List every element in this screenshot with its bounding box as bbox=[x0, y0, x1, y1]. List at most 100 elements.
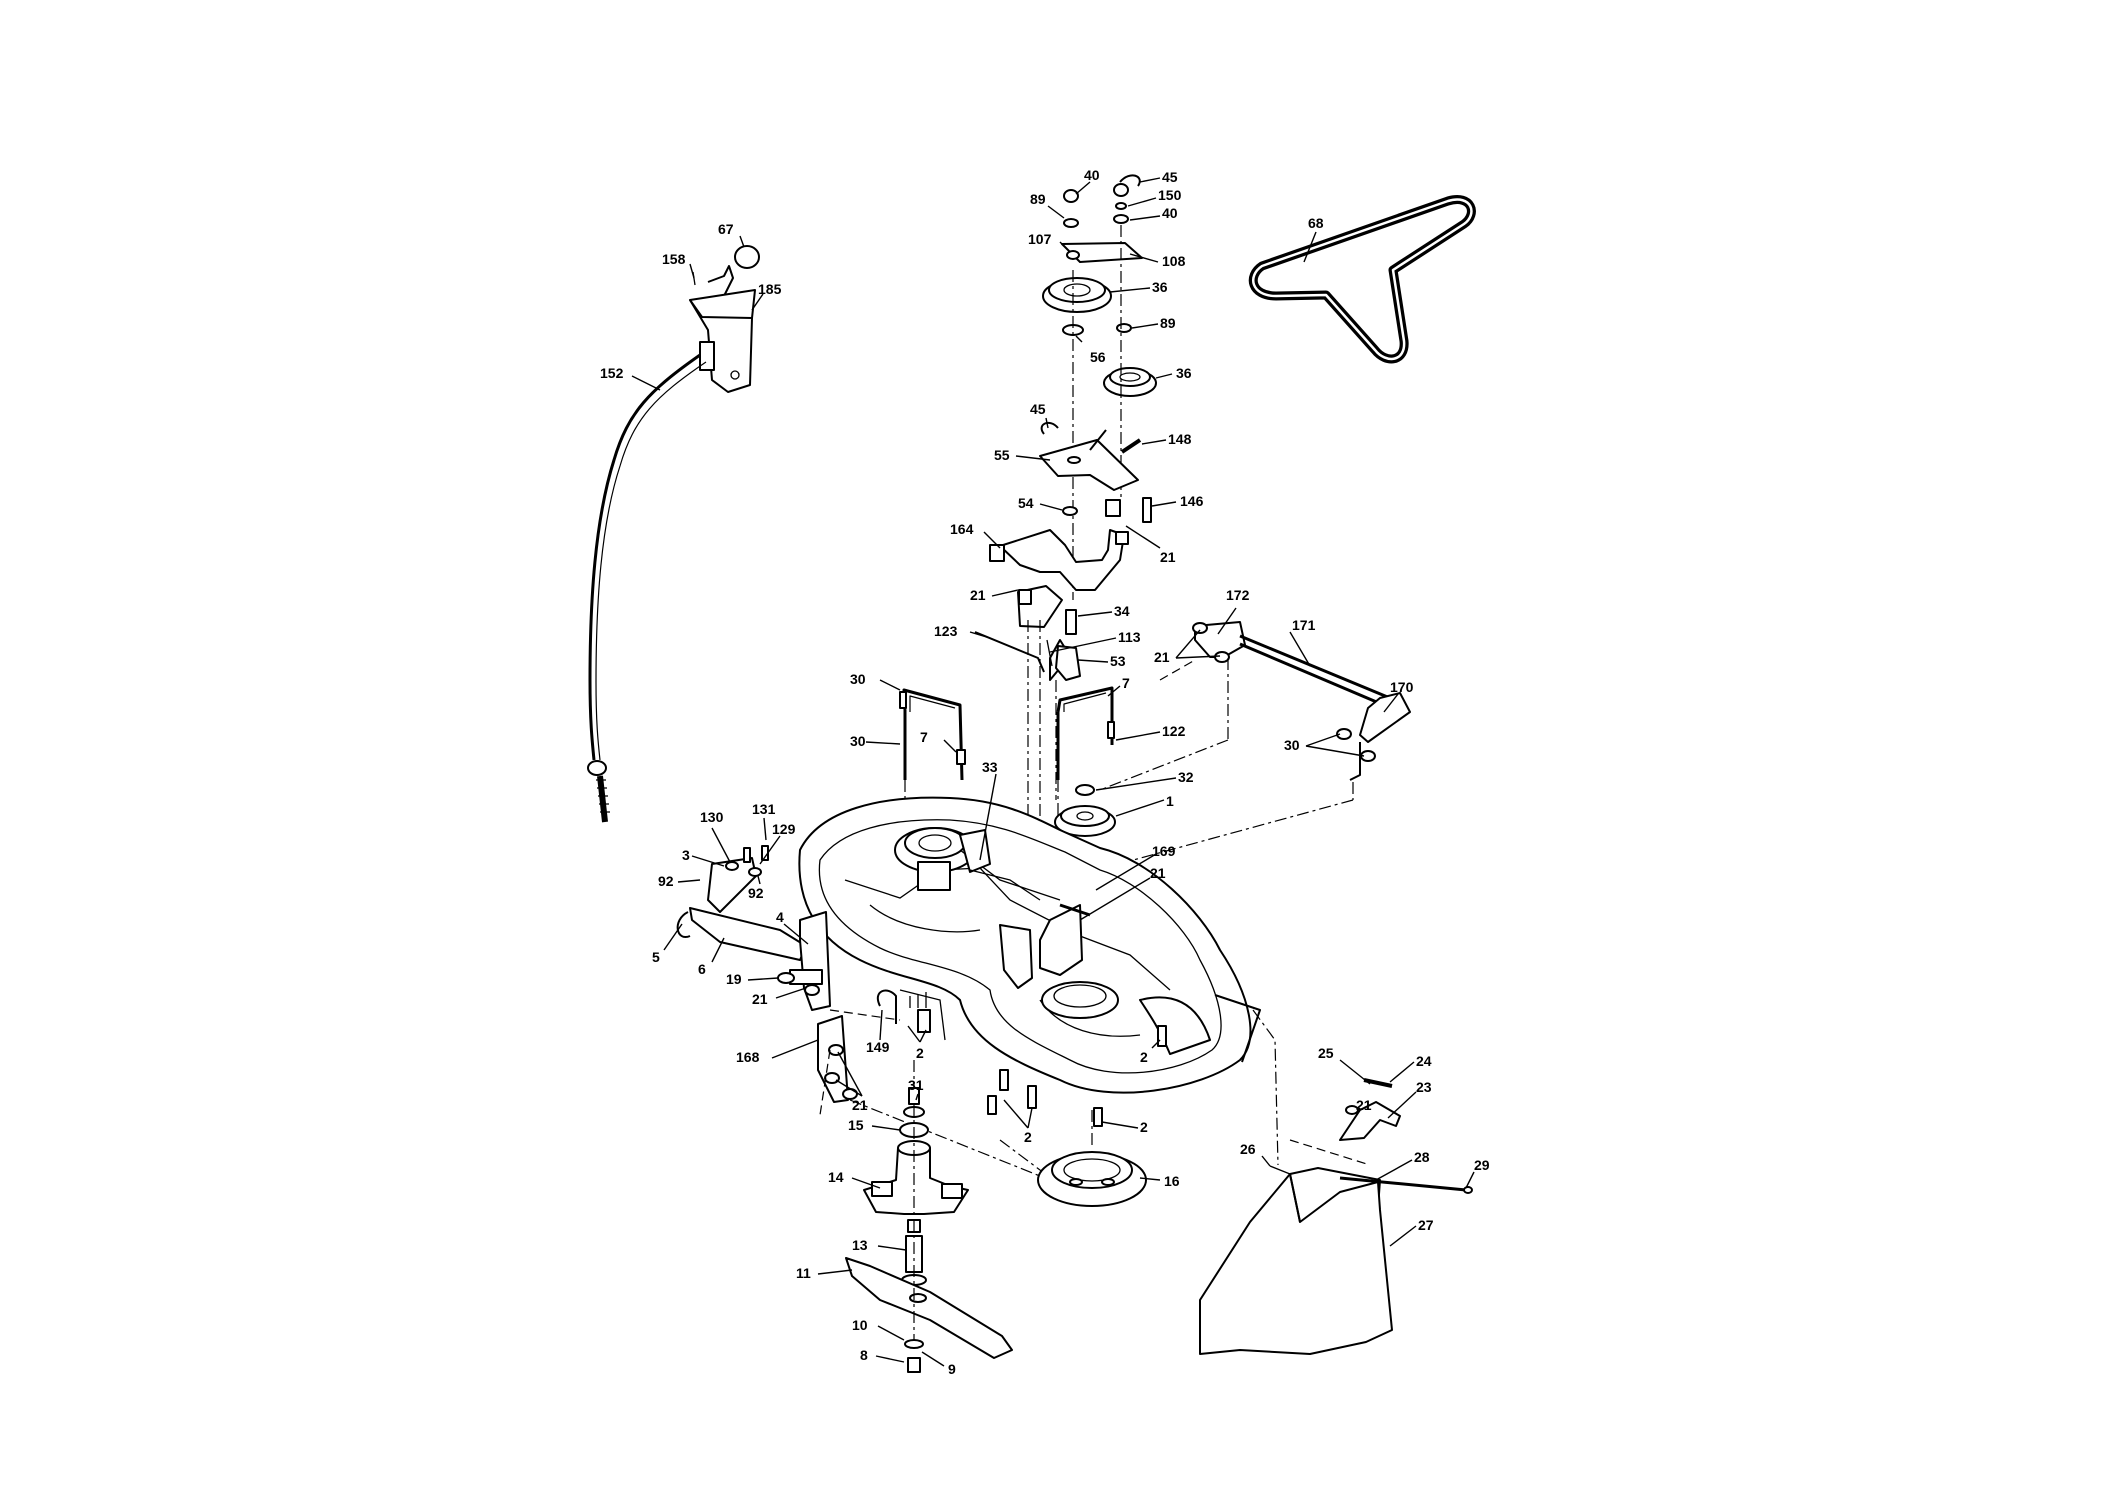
part-label-21f: 21 bbox=[852, 1097, 868, 1113]
mower-deck-housing bbox=[798, 796, 1261, 1094]
callout-16: 16 bbox=[1139, 1173, 1180, 1189]
callout-89b: 89 bbox=[1131, 315, 1176, 331]
callout-2a: 2 bbox=[907, 1025, 927, 1061]
part-label-45a: 45 bbox=[1162, 169, 1178, 185]
part-label-53: 53 bbox=[1110, 653, 1126, 669]
callout-150: 150 bbox=[1127, 187, 1182, 207]
part-label-40b: 40 bbox=[1162, 205, 1178, 221]
part-label-45b: 45 bbox=[1030, 401, 1046, 417]
center-pulley bbox=[1054, 784, 1116, 837]
part-label-2b: 2 bbox=[1024, 1129, 1032, 1145]
part-label-2d: 2 bbox=[1140, 1049, 1148, 1065]
callout-7a: 30 bbox=[850, 733, 901, 749]
callout-148: 148 bbox=[1141, 431, 1192, 447]
part-label-5: 5 bbox=[652, 949, 660, 965]
part-label-89b: 89 bbox=[1160, 315, 1176, 331]
part-label-113: 113 bbox=[1118, 629, 1141, 645]
callout-34: 34 bbox=[1077, 603, 1130, 619]
part-label-168: 168 bbox=[736, 1049, 760, 1065]
part-label-3: 3 bbox=[682, 847, 690, 863]
callout-7b: 122 bbox=[1115, 723, 1186, 741]
callout-130: 130 bbox=[700, 809, 731, 863]
callout-55: 55 bbox=[994, 447, 1051, 463]
callout-21e: 21 bbox=[752, 987, 807, 1007]
callout-146: 146 bbox=[1151, 493, 1204, 509]
callout-21c: 21 bbox=[1154, 629, 1221, 665]
callout-113: 113 bbox=[1049, 629, 1141, 653]
callout-26: 26 bbox=[1240, 1141, 1271, 1167]
callout-54: 54 bbox=[1018, 495, 1063, 511]
callout-152: 152 bbox=[600, 365, 661, 391]
callout-30b: 7 bbox=[1107, 675, 1130, 697]
callout-21a: 21 bbox=[1125, 525, 1176, 565]
part-label-54: 54 bbox=[1018, 495, 1034, 511]
callout-171: 171 bbox=[1289, 617, 1316, 667]
part-label-67: 67 bbox=[718, 221, 734, 237]
part-label-1: 169 bbox=[1152, 843, 1176, 859]
part-label-16: 16 bbox=[1164, 1173, 1180, 1189]
callout-15: 15 bbox=[848, 1117, 901, 1133]
callout-123: 123 bbox=[934, 623, 991, 639]
callout-45b: 45 bbox=[1030, 401, 1049, 429]
part-label-172: 172 bbox=[1226, 587, 1250, 603]
callout-56: 56 bbox=[1075, 335, 1106, 365]
part-label-7b: 122 bbox=[1162, 723, 1186, 739]
callout-108: 108 bbox=[1129, 253, 1186, 269]
callout-29: 29 bbox=[1465, 1157, 1490, 1189]
knob bbox=[734, 245, 760, 269]
callout-19: 19 bbox=[726, 971, 779, 987]
part-label-23: 23 bbox=[1416, 1079, 1432, 1095]
callout-4: 4 bbox=[776, 909, 809, 945]
part-label-7a: 30 bbox=[850, 733, 866, 749]
part-label-14: 14 bbox=[828, 1169, 844, 1185]
part-label-123: 123 bbox=[934, 623, 958, 639]
part-label-8: 8 bbox=[860, 1347, 868, 1363]
callout-21f: 21 bbox=[835, 1051, 868, 1113]
callout-107: 107 bbox=[1028, 231, 1071, 253]
part-label-148: 148 bbox=[1168, 431, 1192, 447]
part-label-164: 164 bbox=[950, 521, 974, 537]
callout-168: 168 bbox=[736, 1039, 819, 1065]
part-label-29: 29 bbox=[1474, 1157, 1490, 1173]
callout-40a: 40 bbox=[1075, 167, 1100, 195]
part-label-40a: 40 bbox=[1084, 167, 1100, 183]
callout-2c: 2 bbox=[1101, 1119, 1148, 1135]
part-label-149: 149 bbox=[866, 1039, 890, 1055]
callout-158: 158 bbox=[662, 251, 695, 279]
callout-6: 6 bbox=[698, 937, 725, 977]
deck-hangers bbox=[899, 659, 1196, 840]
callout-36a: 36 bbox=[1109, 279, 1168, 295]
part-label-21e: 21 bbox=[752, 991, 768, 1007]
deck-bolts bbox=[987, 1009, 1371, 1207]
part-label-34: 34 bbox=[1114, 603, 1130, 619]
part-label-185: 185 bbox=[758, 281, 782, 297]
part-callouts: 67 158 185 152 40 45 89 150 40 107 108 3… bbox=[600, 167, 1490, 1377]
callout-169: 21 bbox=[1079, 865, 1166, 921]
part-label-32: 1 bbox=[1166, 793, 1174, 809]
callout-33: 32 bbox=[1095, 769, 1194, 791]
callout-92a: 92 bbox=[658, 873, 701, 889]
callout-10: 10 bbox=[852, 1317, 905, 1341]
callout-30a: 30 bbox=[850, 671, 901, 691]
callout-2d: 2 bbox=[1140, 1039, 1161, 1065]
part-label-21b: 21 bbox=[970, 587, 986, 603]
part-label-31: 31 bbox=[908, 1077, 924, 1093]
part-label-131: 131 bbox=[752, 801, 776, 817]
callout-149: 149 bbox=[866, 1009, 890, 1055]
callout-28: 28 bbox=[1375, 1149, 1430, 1181]
part-label-30a: 30 bbox=[850, 671, 866, 687]
callout-1: 169 bbox=[1095, 843, 1176, 891]
part-label-21a: 21 bbox=[1160, 549, 1176, 565]
part-label-107: 107 bbox=[1028, 231, 1052, 247]
part-label-89a: 89 bbox=[1030, 191, 1046, 207]
callout-68: 68 bbox=[1303, 215, 1324, 263]
callout-170: 170 bbox=[1383, 679, 1414, 713]
part-label-169: 21 bbox=[1150, 865, 1166, 881]
callout-21g: 21 bbox=[1356, 1097, 1372, 1113]
callout-185: 185 bbox=[751, 281, 782, 311]
callout-23: 23 bbox=[1387, 1079, 1432, 1119]
callout-2b: 2 bbox=[1003, 1099, 1033, 1145]
idler-bracket bbox=[974, 421, 1152, 900]
part-label-19: 19 bbox=[726, 971, 742, 987]
callout-11: 11 bbox=[796, 1265, 853, 1281]
